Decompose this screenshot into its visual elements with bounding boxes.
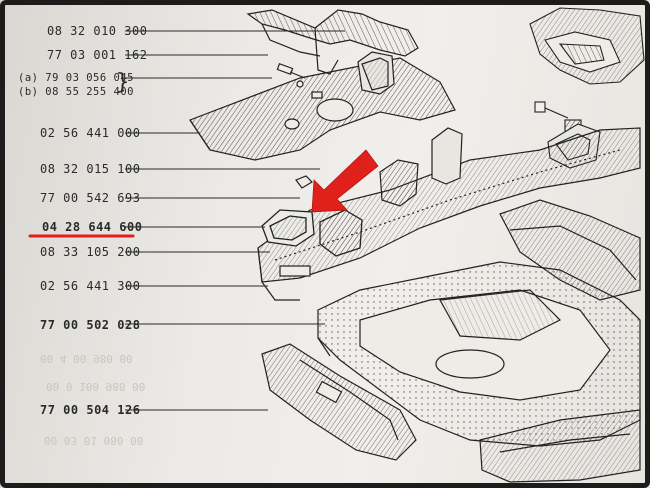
part-number-label: 08 32 015 100 [40,162,141,176]
part-number-label: 77 00 502 028 [40,318,141,332]
bracket-upper [357,51,395,95]
rubber-mount [295,127,463,207]
red-arrow-icon [311,149,379,213]
part-number-label: (b) 08 55 255 400 [18,86,134,98]
part-number-label: 77 00 542 693 [40,191,141,205]
front-crossmember [261,343,417,461]
part-number-label: (a) 79 03 056 045 [18,72,134,84]
highlighted-part-number: 04 28 644 600 [42,220,143,234]
cross-member [499,199,641,301]
bolt [276,63,306,88]
steering-assembly [529,7,645,85]
part-number-label: 02 56 441 300 [40,279,141,293]
brace-glyph: } [116,70,130,95]
part-number-label: 77 00 504 126 [40,403,141,417]
engine-mount-bracket [261,209,363,257]
lower-rail [479,409,641,483]
upper-bulkhead [246,9,419,75]
part-number-label: 77 03 001 162 [47,48,148,62]
floor-pan [317,261,641,447]
leader-lines [125,30,345,411]
part-number-label: 08 33 105 200 [40,245,141,259]
part-number-label: 08 32 010 300 [47,24,148,38]
part-number-label: 02 56 441 000 [40,126,141,140]
